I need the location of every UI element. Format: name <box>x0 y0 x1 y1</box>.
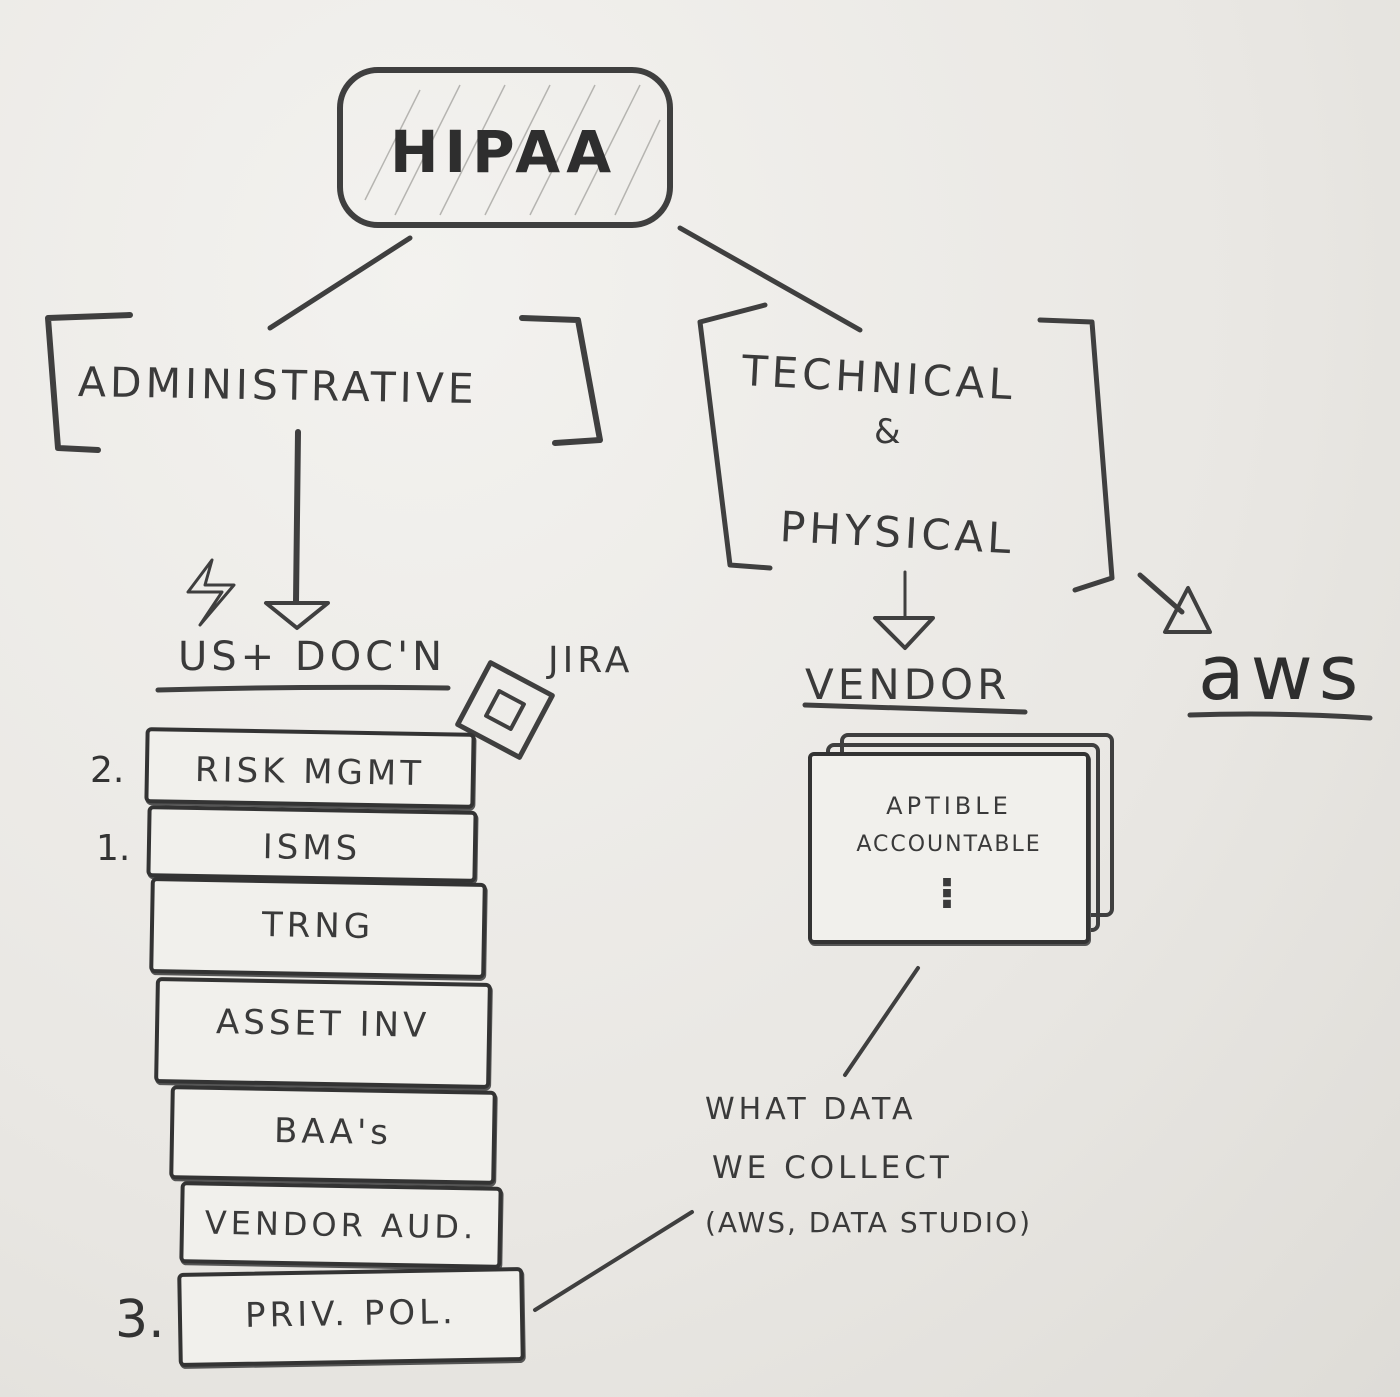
vendor-arrow-head <box>875 618 933 648</box>
note-line-2: WE COLLECT <box>712 1150 953 1186</box>
ampersand-label: & <box>874 412 905 452</box>
admin-arrow-shaft <box>296 432 298 602</box>
stack-risk-mgmt-label: RISK MGMT <box>149 749 472 795</box>
admin-bracket-right <box>522 318 600 443</box>
vendor-card-accountable: ACCOUNTABLE <box>812 832 1086 857</box>
aws-label: aws <box>1198 628 1364 717</box>
vendor-card: APTIBLE ACCOUNTABLE ⁝ <box>808 752 1090 944</box>
connector-privpol-note <box>535 1212 692 1310</box>
us-docn-heading: US+ DOC'N <box>178 634 446 680</box>
hipaa-label: HIPAA <box>390 118 617 186</box>
connector-cards-note <box>845 968 918 1075</box>
stack-priv-pol-label: PRIV. POL. <box>182 1291 521 1337</box>
stack-baas-label: BAA's <box>174 1109 493 1155</box>
stack-risk-mgmt: RISK MGMT <box>144 727 475 809</box>
arrow-down-icon <box>266 603 328 628</box>
tech-bracket-left <box>700 305 770 568</box>
stack-asset-inv: ASSET INV <box>154 977 492 1089</box>
stack-trng: TRNG <box>149 877 487 979</box>
tech-bracket-right <box>1040 320 1112 590</box>
note-line-1: WHAT DATA <box>705 1092 917 1127</box>
connector-admin <box>270 238 410 328</box>
stack-isms-label: ISMS <box>151 825 474 871</box>
stack-number-isms: 1. <box>96 828 130 869</box>
note-line-3: (AWS, DATA STUDIO) <box>705 1206 1032 1239</box>
aws-arrow-shaft <box>1140 575 1182 612</box>
stack-trng-label: TRNG <box>154 903 483 949</box>
vendor-heading: VENDOR <box>805 660 1010 709</box>
lightning-bolt-icon <box>188 560 234 625</box>
vendor-card-aptible: APTIBLE <box>812 792 1086 820</box>
stack-asset-inv-label: ASSET INV <box>159 1001 488 1047</box>
stack-baas: BAA's <box>169 1085 497 1185</box>
stack-priv-pol: PRIV. POL. <box>177 1267 525 1367</box>
admin-heading-underline <box>158 687 448 690</box>
jira-label: JIRA <box>548 640 633 681</box>
stack-number-priv-pol: 3. <box>115 1290 165 1350</box>
stack-vendor-aud-label: VENDOR AUD. <box>184 1203 499 1246</box>
aws-arrow-head <box>1165 588 1210 632</box>
administrative-label: ADMINISTRATIVE <box>78 358 478 413</box>
stack-vendor-aud: VENDOR AUD. <box>179 1181 502 1269</box>
connector-technical <box>680 228 860 330</box>
vendor-card-more: ⁝ <box>812 868 1086 919</box>
stack-number-risk-mgmt: 2. <box>90 750 124 791</box>
stack-isms: ISMS <box>146 805 477 883</box>
